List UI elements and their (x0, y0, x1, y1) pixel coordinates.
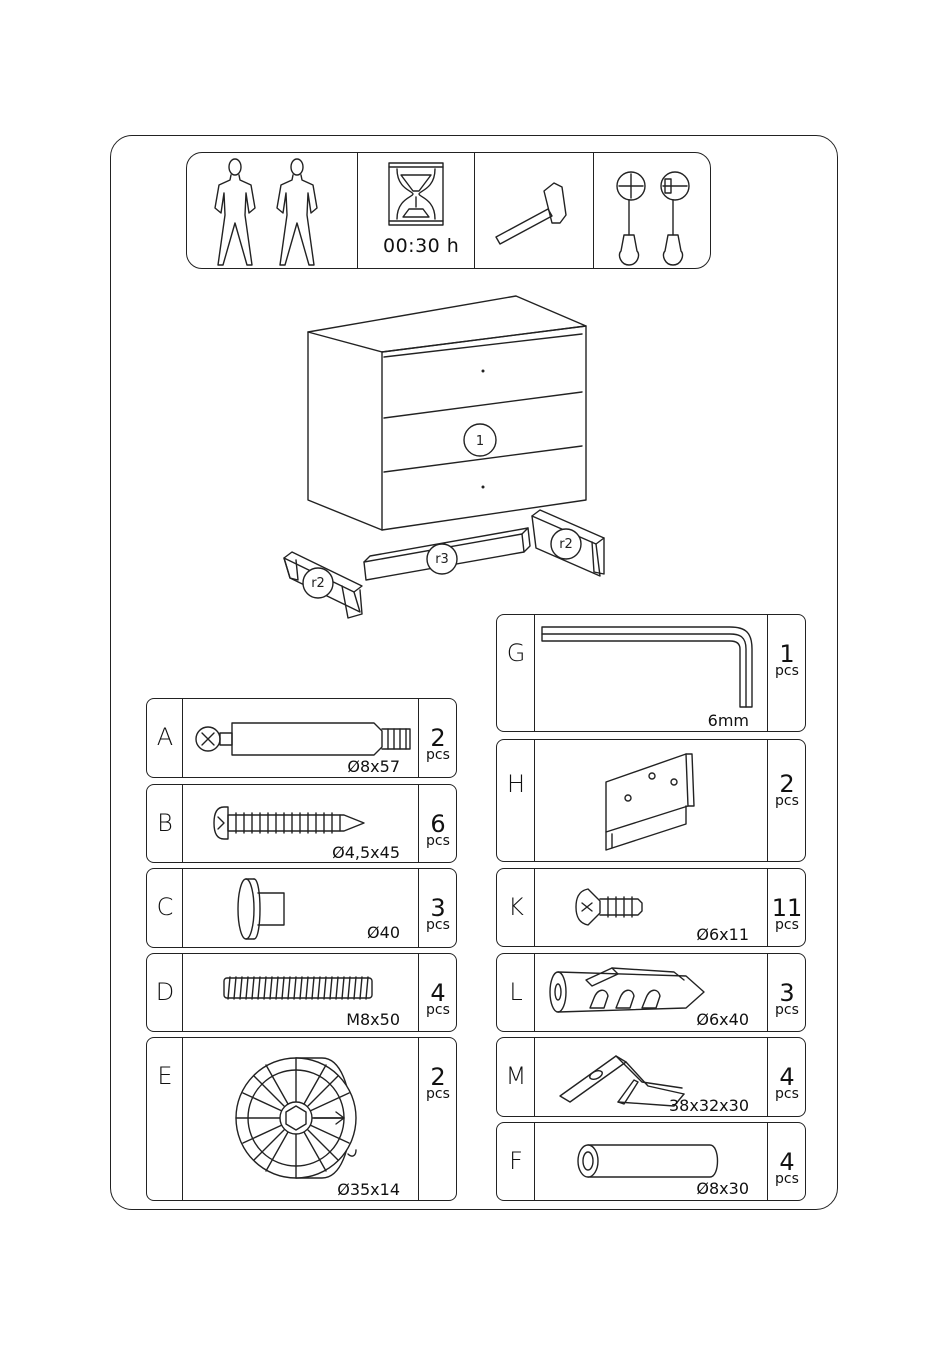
part-letter: D (147, 978, 183, 1006)
part-row-G: G 6mm 1 pcs (496, 614, 806, 732)
part-dimension: 6mm (708, 711, 749, 730)
part-unit: pcs (419, 1003, 457, 1017)
part-letter: G (497, 639, 535, 667)
part-dimension: Ø6x40 (696, 1010, 749, 1029)
part-dimension: M8x50 (346, 1010, 400, 1029)
part-letter: M (497, 1062, 535, 1090)
part-unit: pcs (419, 834, 457, 848)
part-unit: pcs (419, 748, 457, 762)
hourglass-icon (357, 153, 474, 233)
svg-text:r2: r2 (311, 576, 325, 591)
hanging-bracket-icon (534, 740, 768, 863)
part-unit: pcs (768, 794, 806, 808)
part-row-D: D M8x50 4 pcs (146, 953, 457, 1032)
part-letter: F (497, 1147, 535, 1175)
part-dimension: Ø35x14 (337, 1180, 400, 1199)
part-dimension: 38x32x30 (669, 1096, 749, 1115)
part-row-K: K Ø6x11 11 pcs (496, 868, 806, 947)
part-unit: pcs (768, 918, 806, 932)
part-dimension: Ø8x57 (347, 757, 400, 776)
part-letter: E (147, 1062, 183, 1090)
phillips-screwdriver-icon (617, 172, 645, 265)
part-unit: pcs (768, 1172, 806, 1186)
part-letter: A (147, 723, 183, 751)
person-icon (187, 153, 357, 270)
rail-left: r2 (284, 552, 362, 618)
svg-text:r3: r3 (435, 552, 449, 567)
two-persons-cell (187, 153, 357, 268)
part-row-F: F Ø8x30 4 pcs (496, 1122, 806, 1201)
callout-part-1: 1 (464, 424, 496, 456)
part-row-A: A Ø8x57 2 pcs (146, 698, 457, 778)
rail-right: r2 (532, 510, 604, 576)
part-unit: pcs (419, 918, 457, 932)
dresser-assembly-drawing: 1 r2 r3 r2 (270, 290, 630, 620)
screwdrivers-cell (593, 153, 712, 268)
flat-screwdriver-icon (661, 172, 689, 265)
hammer-cell (474, 153, 593, 268)
part-letter: B (147, 809, 183, 837)
rail-front: r3 (364, 528, 530, 580)
part-unit: pcs (768, 1003, 806, 1017)
hammer-icon (474, 153, 593, 270)
part-dimension: Ø8x30 (696, 1179, 749, 1198)
requirements-bar: 00:30 h (186, 152, 711, 269)
part-row-H: H 2 pcs (496, 739, 806, 862)
part-unit: pcs (419, 1087, 457, 1101)
dresser-body (308, 296, 586, 530)
svg-text:r2: r2 (559, 537, 573, 552)
time-cell: 00:30 h (357, 153, 474, 268)
part-letter: C (147, 893, 183, 921)
part-row-B: B Ø4,5x45 6 pcs (146, 784, 457, 863)
cam-lock-icon (184, 1038, 420, 1202)
part-letter: H (497, 770, 535, 798)
part-row-L: L Ø6x40 3 pcs (496, 953, 806, 1032)
part-dimension: Ø6x11 (696, 925, 749, 944)
part-unit: pcs (768, 664, 806, 678)
part-dimension: Ø4,5x45 (332, 843, 400, 862)
part-row-E: E Ø35x14 2 pcs (146, 1037, 457, 1201)
svg-text:1: 1 (476, 434, 484, 449)
part-unit: pcs (768, 1087, 806, 1101)
assembly-time: 00:30 h (383, 235, 459, 257)
part-letter: K (497, 893, 535, 921)
part-dimension: Ø40 (367, 923, 400, 942)
part-row-C: C Ø40 3 pcs (146, 868, 457, 948)
part-letter: L (497, 978, 535, 1006)
part-row-M: M 38x32x30 4 pcs (496, 1037, 806, 1117)
